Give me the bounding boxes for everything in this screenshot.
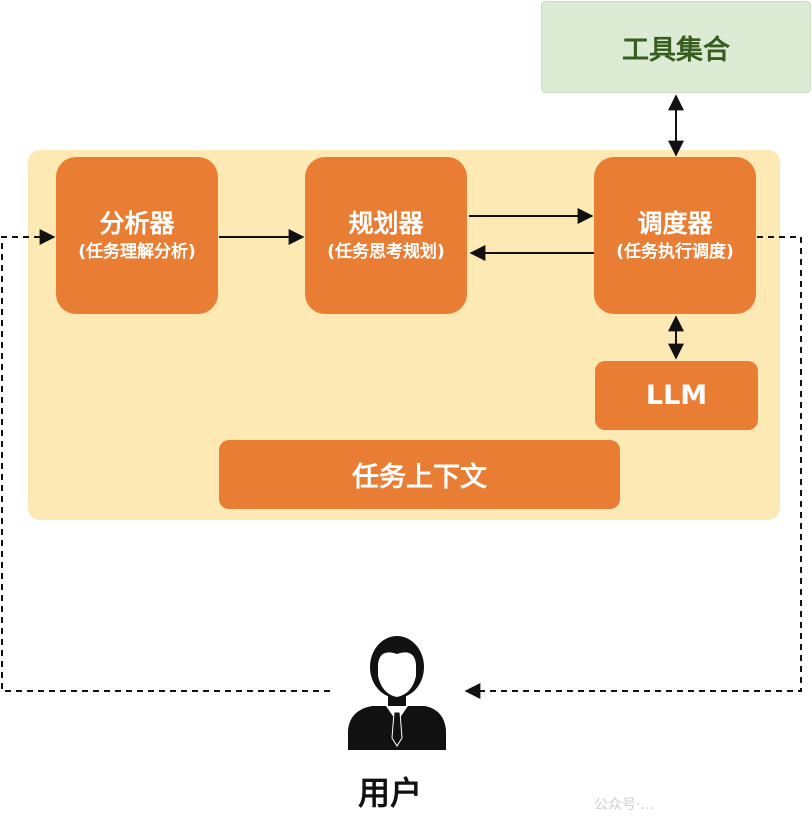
scheduler-box: 调度器 (任务执行调度) — [594, 157, 756, 314]
watermark: 公众号·... — [594, 797, 654, 813]
planner-subtitle: (任务思考规划) — [327, 241, 445, 262]
task-context-label: 任务上下文 — [352, 462, 487, 493]
user-label: 用户 — [357, 774, 422, 812]
tools-box: 工具集合 — [541, 1, 811, 93]
task-context-box: 任务上下文 — [219, 440, 620, 509]
dashed-user-to-analyzer — [1, 229, 330, 692]
analyzer-subtitle: (任务理解分析) — [78, 241, 196, 262]
dashed-scheduler-to-user — [464, 236, 802, 699]
planner-title: 规划器 — [348, 209, 424, 239]
scheduler-subtitle: (任务执行调度) — [616, 241, 734, 262]
tools-label: 工具集合 — [622, 34, 730, 66]
llm-box: LLM — [595, 361, 758, 430]
planner-box: 规划器 (任务思考规划) — [305, 157, 467, 314]
llm-label: LLM — [645, 380, 708, 411]
analyzer-title: 分析器 — [99, 209, 175, 239]
analyzer-box: 分析器 (任务理解分析) — [56, 157, 218, 314]
user-icon — [348, 636, 446, 750]
scheduler-title: 调度器 — [637, 209, 713, 239]
